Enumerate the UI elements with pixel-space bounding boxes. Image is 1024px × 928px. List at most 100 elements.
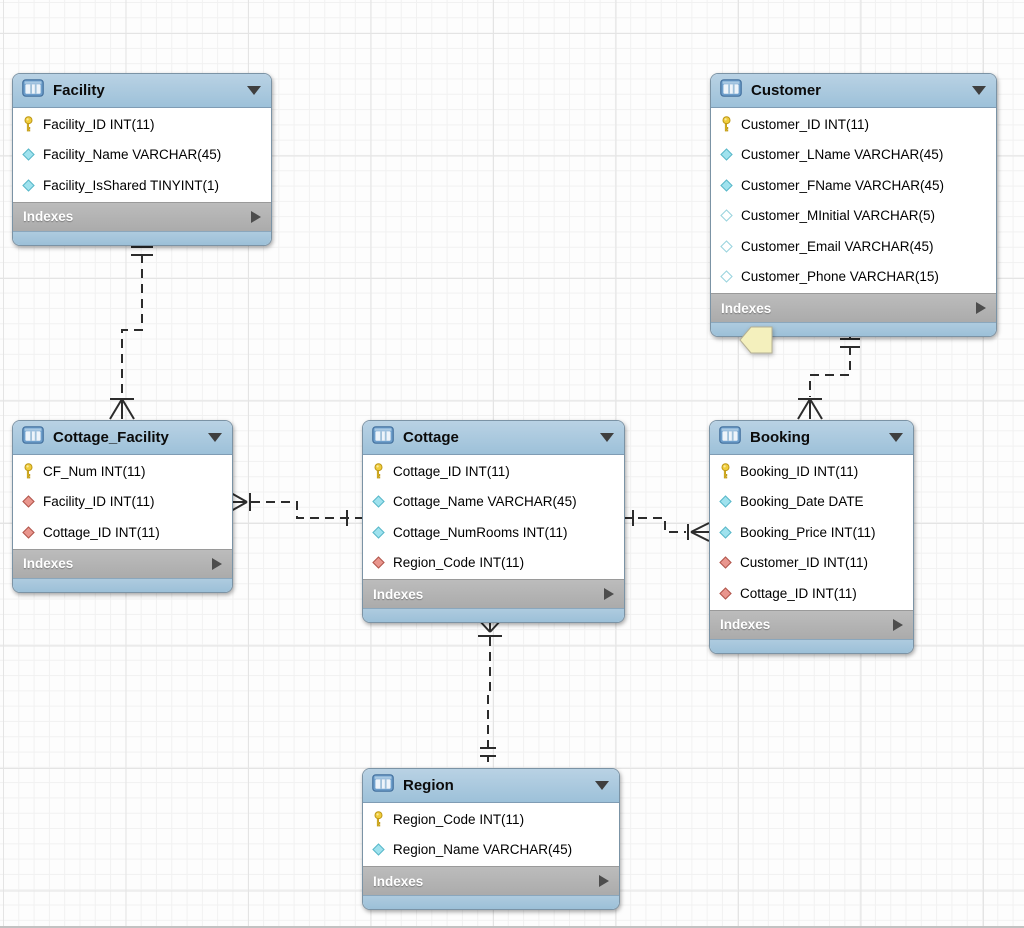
indexes-label: Indexes: [23, 556, 74, 571]
attribute-notnull-icon: [371, 495, 385, 509]
foreign-key-icon: [718, 586, 732, 600]
collapse-arrow-icon[interactable]: [247, 86, 261, 95]
indexes-bar[interactable]: Indexes: [711, 293, 996, 322]
table-icon: [720, 79, 742, 102]
table-icon: [372, 774, 394, 797]
column-row[interactable]: Booking_ID INT(11): [710, 456, 913, 487]
attribute-nullable-icon: [719, 209, 733, 223]
column-row[interactable]: Cottage_Name VARCHAR(45): [363, 487, 624, 518]
table-footer: [13, 577, 232, 592]
foreign-key-icon: [718, 556, 732, 570]
attribute-nullable-icon: [719, 239, 733, 253]
column-row[interactable]: Customer_FName VARCHAR(45): [711, 170, 996, 201]
table-facility[interactable]: Facility Facility_ID INT(11) Facility_Nam…: [12, 73, 272, 246]
table-customer[interactable]: Customer Customer_ID INT(11)Customer_LNa…: [710, 73, 997, 337]
cardinality-many-mark: [687, 522, 710, 542]
column-text: Cottage_Name VARCHAR(45): [393, 494, 577, 510]
table-footer: [363, 608, 624, 622]
table-title: Cottage_Facility: [53, 429, 169, 446]
column-row[interactable]: Region_Code INT(11): [363, 804, 619, 835]
column-text: Customer_FName VARCHAR(45): [741, 177, 945, 193]
primary-key-icon: [718, 463, 732, 479]
relationship-region-cottage[interactable]: [477, 618, 503, 762]
expand-arrow-icon[interactable]: [893, 618, 903, 631]
table-header[interactable]: Booking: [710, 421, 913, 455]
collapse-arrow-icon[interactable]: [600, 433, 614, 442]
table-cottage[interactable]: Cottage Cottage_ID INT(11) Cottage_Name V…: [362, 420, 625, 623]
cardinality-one-mark: [131, 246, 153, 256]
foreign-key-icon: [21, 495, 35, 509]
indexes-bar[interactable]: Indexes: [710, 609, 913, 639]
table-booking[interactable]: Booking Booking_ID INT(11) Booking_Date D…: [709, 420, 914, 654]
expand-arrow-icon[interactable]: [976, 302, 986, 314]
expand-arrow-icon[interactable]: [251, 210, 261, 223]
table-icon: [22, 79, 44, 102]
attribute-nullable-icon: [719, 270, 733, 284]
canvas-bottom-edge: [0, 926, 1024, 928]
indexes-bar[interactable]: Indexes: [363, 579, 624, 608]
primary-key-icon: [21, 463, 35, 479]
table-header[interactable]: Region: [363, 769, 619, 803]
column-text: Facility_ID INT(11): [43, 116, 155, 132]
table-header[interactable]: Facility: [13, 74, 271, 108]
collapse-arrow-icon[interactable]: [889, 433, 903, 442]
indexes-label: Indexes: [373, 873, 424, 889]
column-row[interactable]: Customer_Phone VARCHAR(15): [711, 262, 996, 293]
column-row[interactable]: Cottage_NumRooms INT(11): [363, 517, 624, 548]
collapse-arrow-icon[interactable]: [595, 781, 609, 790]
expand-arrow-icon[interactable]: [599, 875, 609, 887]
column-row[interactable]: Facility_IsShared TINYINT(1): [13, 170, 271, 201]
collapse-arrow-icon[interactable]: [208, 433, 222, 442]
primary-key-icon: [371, 463, 385, 479]
indexes-bar[interactable]: Indexes: [13, 548, 232, 578]
yellow-tag-icon[interactable]: [739, 326, 773, 359]
column-row[interactable]: Booking_Date DATE: [710, 487, 913, 518]
table-footer: [711, 322, 996, 336]
column-row[interactable]: Region_Code INT(11): [363, 548, 624, 579]
column-row[interactable]: Cottage_ID INT(11): [363, 456, 624, 487]
column-row[interactable]: Facility_Name VARCHAR(45): [13, 140, 271, 171]
column-text: Customer_MInitial VARCHAR(5): [741, 208, 936, 224]
collapse-arrow-icon[interactable]: [972, 86, 986, 95]
column-text: CF_Num INT(11): [43, 463, 146, 479]
expand-arrow-icon[interactable]: [212, 557, 222, 570]
table-header[interactable]: Cottage_Facility: [13, 421, 232, 455]
expand-arrow-icon[interactable]: [604, 588, 614, 600]
indexes-bar[interactable]: Indexes: [363, 866, 619, 895]
relationship-cottage-cottage_facility[interactable]: [230, 492, 362, 526]
table-header[interactable]: Cottage: [363, 421, 624, 455]
column-text: Customer_ID INT(11): [740, 555, 869, 571]
column-row[interactable]: Customer_MInitial VARCHAR(5): [711, 201, 996, 232]
column-text: Booking_Date DATE: [740, 494, 864, 510]
column-row[interactable]: Booking_Price INT(11): [710, 517, 913, 548]
table-cottage-facility[interactable]: Cottage_Facility CF_Num INT(11) Facility_…: [12, 420, 233, 593]
column-text: Region_Code INT(11): [393, 555, 525, 571]
column-row[interactable]: Facility_ID INT(11): [13, 487, 232, 518]
column-row[interactable]: Customer_ID INT(11): [710, 548, 913, 579]
column-row[interactable]: Facility_ID INT(11): [13, 109, 271, 140]
relationship-facility-cottage_facility[interactable]: [109, 239, 153, 420]
relationship-customer-booking[interactable]: [797, 331, 860, 420]
column-row[interactable]: Region_Name VARCHAR(45): [363, 835, 619, 866]
column-row[interactable]: Customer_LName VARCHAR(45): [711, 140, 996, 171]
table-region[interactable]: Region Region_Code INT(11) Region_Name VA…: [362, 768, 620, 910]
table-header[interactable]: Customer: [711, 74, 996, 108]
column-text: Facility_IsShared TINYINT(1): [43, 177, 220, 193]
column-row[interactable]: Customer_ID INT(11): [711, 109, 996, 140]
indexes-label: Indexes: [23, 209, 74, 224]
primary-key-icon: [21, 116, 35, 132]
table-icon: [22, 426, 44, 449]
column-row[interactable]: CF_Num INT(11): [13, 456, 232, 487]
cardinality-one-mark: [480, 747, 496, 757]
column-row[interactable]: Cottage_ID INT(11): [710, 578, 913, 609]
primary-key-icon: [719, 116, 733, 132]
column-row[interactable]: Customer_Email VARCHAR(45): [711, 231, 996, 262]
column-row[interactable]: Cottage_ID INT(11): [13, 517, 232, 548]
column-text: Booking_Price INT(11): [740, 524, 876, 540]
indexes-bar[interactable]: Indexes: [13, 201, 271, 231]
table-footer: [710, 638, 913, 653]
attribute-notnull-icon: [719, 148, 733, 162]
relationship-cottage-booking[interactable]: [623, 510, 710, 542]
column-text: Region_Code INT(11): [393, 811, 525, 827]
